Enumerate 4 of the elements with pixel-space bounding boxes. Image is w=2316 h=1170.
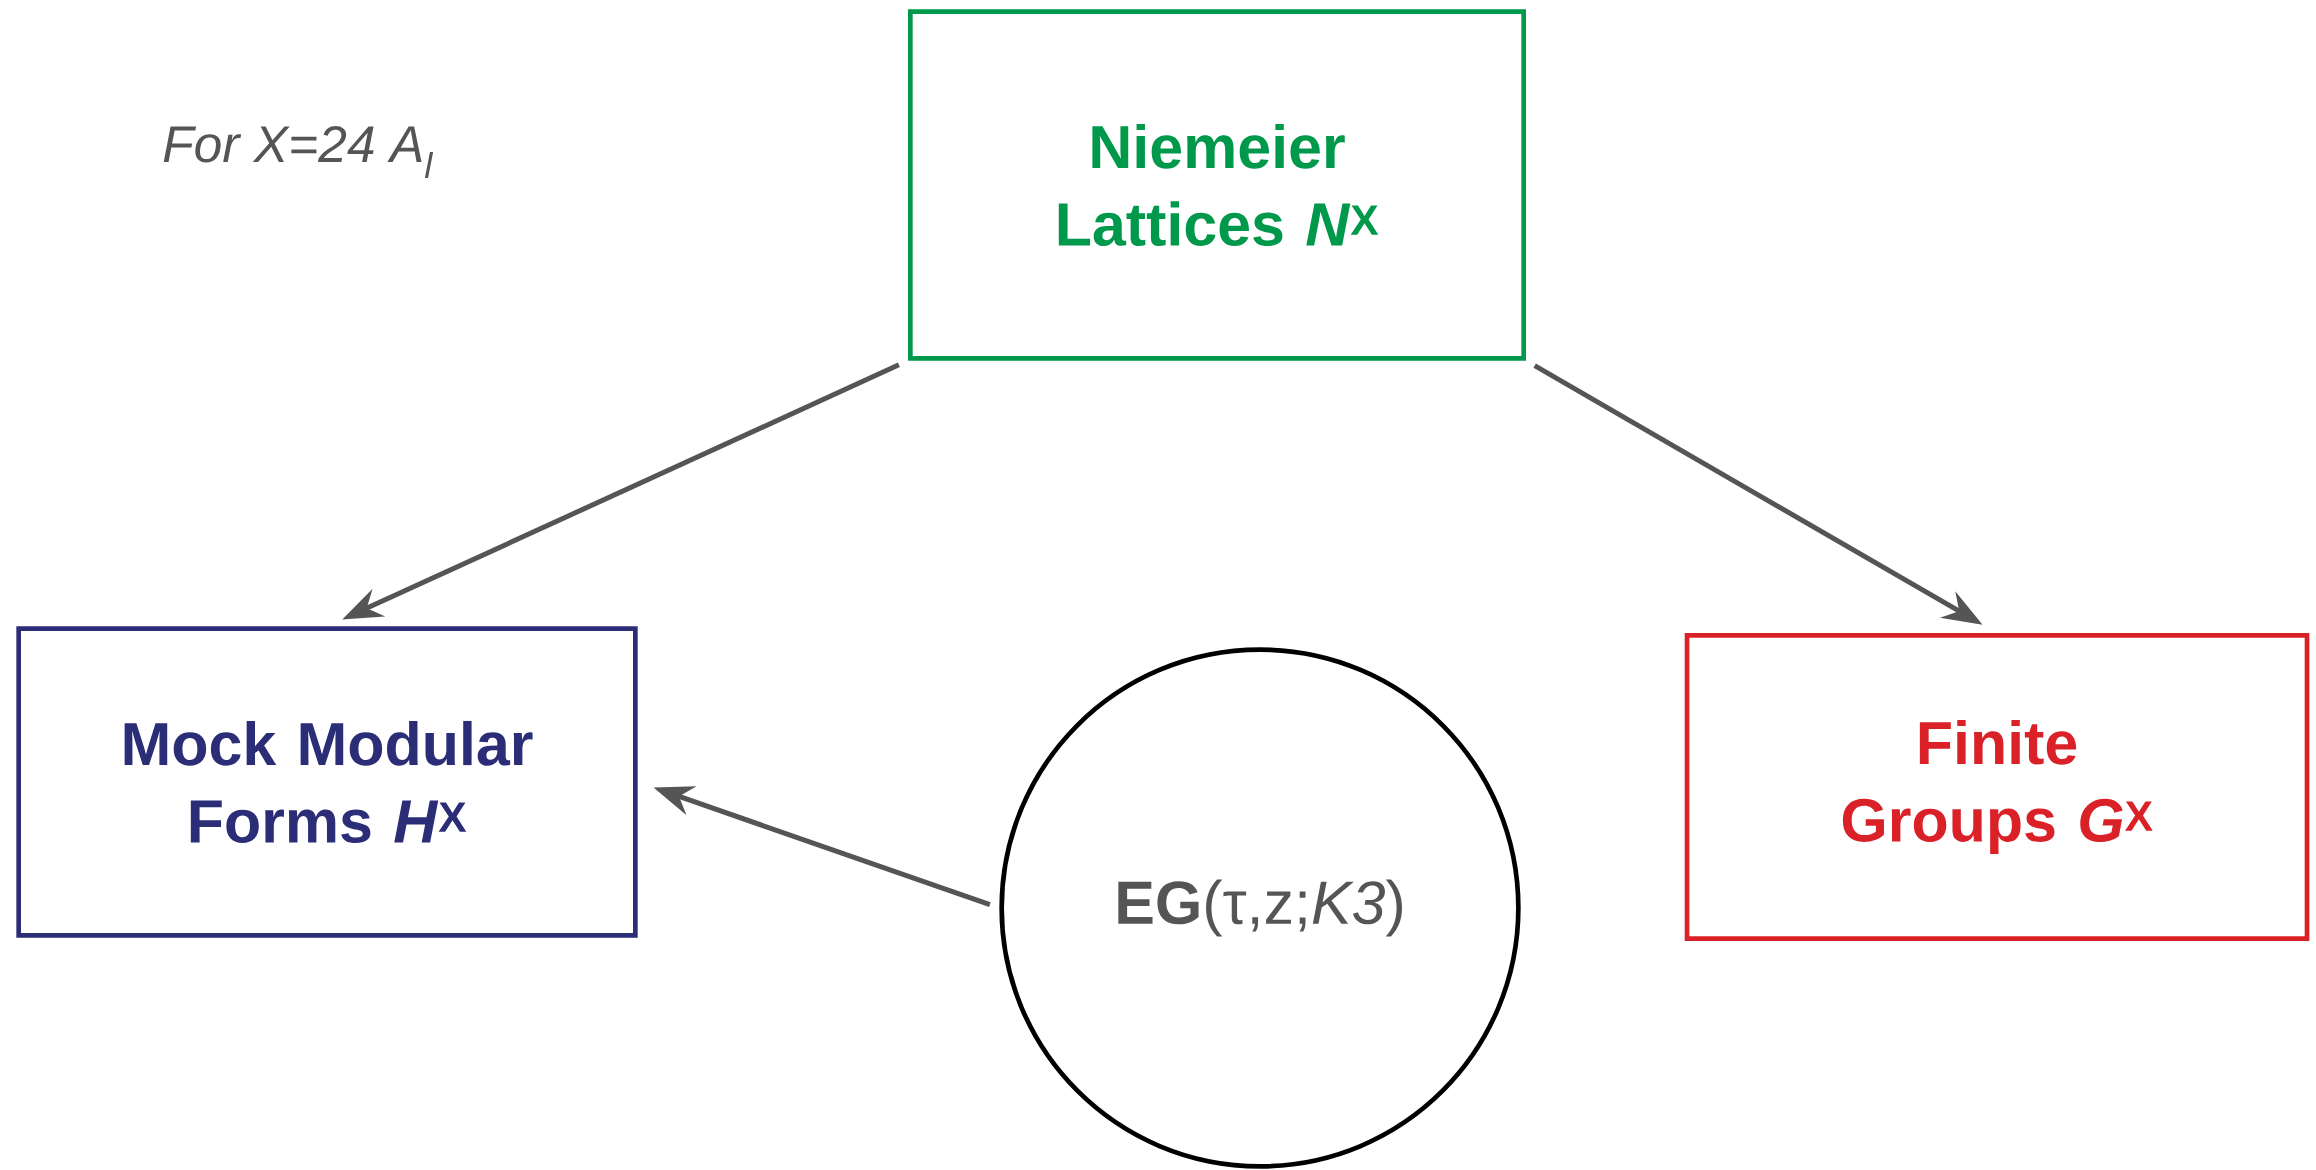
concept-box: Finite Groups G$^{X}$ bbox=[1684, 633, 2310, 941]
note-text: For X=24 A$_{l}$ bbox=[163, 125, 434, 179]
concept-box: Mock Modular Forms H$^{X}$ bbox=[16, 626, 638, 938]
concept-box: Niemeier Lattices N$^{X}$ bbox=[908, 9, 1526, 361]
